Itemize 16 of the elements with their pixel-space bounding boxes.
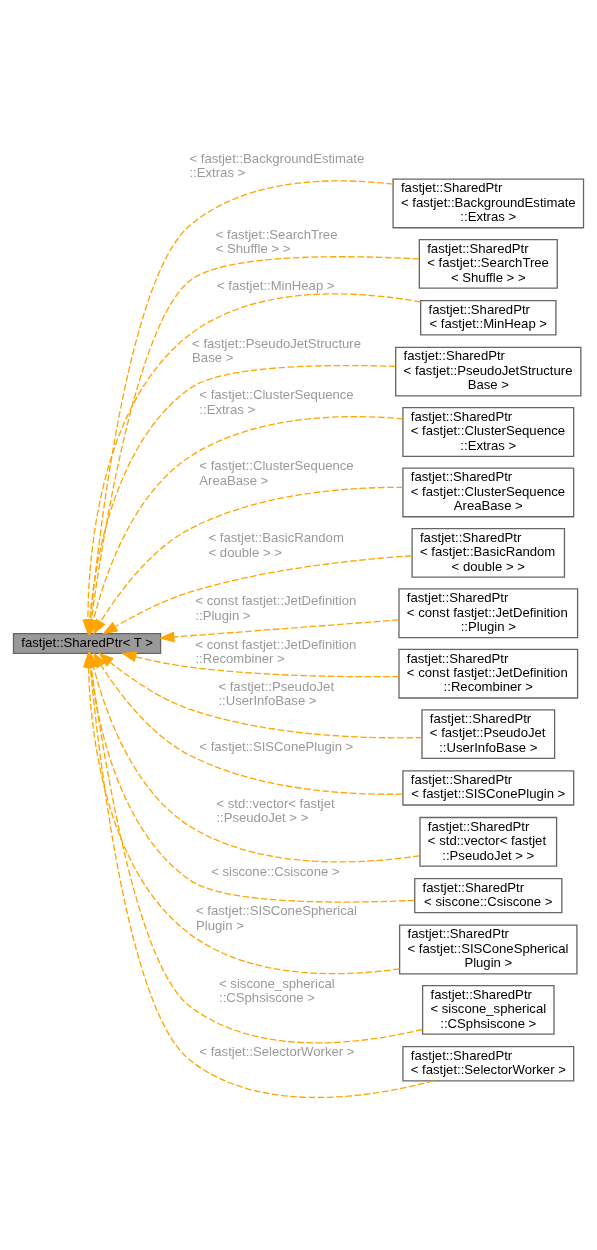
edge-label: < const fastjet::JetDefinition ::Plugin >	[195, 593, 357, 623]
edge-label: < fastjet::MinHeap >	[217, 278, 335, 294]
edge-label: < fastjet::PseudoJet ::UserInfoBase >	[218, 678, 335, 709]
edge-label: < fastjet::SISConeSpherical Plugin >	[196, 903, 357, 933]
edge-label: < const fastjet::JetDefinition ::Recombiner >	[195, 636, 357, 667]
edge-label: < fastjet::SearchTree < Shuffle > >	[215, 226, 338, 257]
edge-label: < fastjet::SISConePlugin >	[199, 739, 354, 755]
edge-label: < fastjet::ClusterSequence AreaBase >	[199, 458, 354, 488]
edge-label: < fastjet::BackgroundEstimate ::Extras >	[189, 150, 365, 181]
edge-label: < fastjet::SelectorWorker >	[199, 1043, 355, 1059]
edge-label: < fastjet::PseudoJetStructure Base >	[192, 335, 362, 366]
edge-label: < std::vector< fastjet ::PseudoJet > >	[216, 795, 335, 826]
edge-label: < fastjet::BasicRandom < double > >	[208, 530, 344, 560]
edge-label: < fastjet::ClusterSequence ::Extras >	[199, 387, 354, 417]
edge-label: < siscone_spherical ::CSphsiscone >	[219, 975, 335, 1006]
edge-label: < siscone::Csiscone >	[211, 863, 340, 879]
